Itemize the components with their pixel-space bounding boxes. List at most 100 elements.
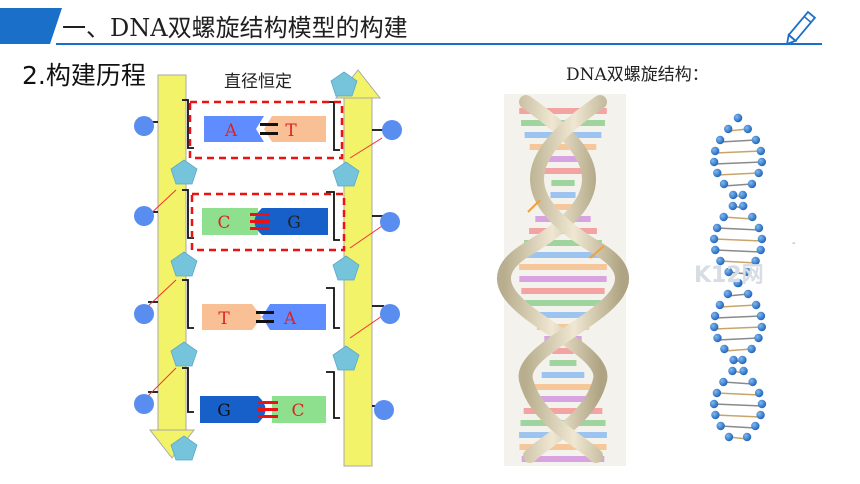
- bond-stick: [720, 260, 756, 264]
- red-links: [145, 137, 383, 399]
- bond-stick: [720, 139, 756, 143]
- atom-ball: [754, 333, 763, 343]
- atom-ball: [751, 421, 760, 431]
- bond-stick: [717, 172, 759, 176]
- atom-ball: [756, 311, 766, 321]
- diameter-boxes: [188, 100, 346, 252]
- base-pair-ta: T A: [202, 304, 326, 330]
- atom-ball: [719, 377, 728, 387]
- header-title: 一、DNA双螺旋结构模型的构建: [62, 14, 408, 42]
- atom-ball: [710, 311, 720, 321]
- bond-stick: [715, 249, 761, 253]
- base-label: C: [291, 401, 304, 421]
- helix-rung: [521, 288, 605, 294]
- atom-ball: [757, 234, 767, 244]
- helix-rung: [552, 348, 574, 354]
- atom-ball: [757, 157, 767, 167]
- ball-stick-model: [709, 113, 767, 442]
- atom-ball: [724, 432, 734, 442]
- atom-ball: [747, 344, 756, 354]
- bond-stick: [714, 238, 762, 242]
- bond-stick: [723, 216, 753, 220]
- bond-stick: [717, 227, 759, 231]
- atom-ball: [724, 267, 733, 277]
- bond-stick: [714, 403, 762, 407]
- helix-rung: [543, 168, 583, 174]
- atom-ball: [754, 223, 764, 233]
- atom-ball: [733, 278, 742, 288]
- atom-ball: [716, 256, 725, 266]
- phosphate-circles: [134, 116, 402, 420]
- base-pair-at: A T: [204, 116, 326, 142]
- helix-rung: [520, 252, 606, 258]
- atom-ball: [743, 267, 752, 277]
- small-dash: -: [792, 238, 796, 249]
- helix-rung: [541, 372, 585, 378]
- atom-ball: [724, 124, 733, 134]
- atom-ball: [738, 190, 748, 200]
- atom-ball: [751, 300, 761, 310]
- atom-ball: [712, 223, 722, 233]
- bond-stick: [719, 304, 757, 308]
- atom-ball: [729, 355, 738, 365]
- right-backbone-arrow: [334, 69, 382, 467]
- atom-ball: [738, 355, 747, 365]
- diameter-label: 直径恒定: [224, 72, 292, 92]
- bond-stick: [715, 414, 761, 418]
- atom-ball: [757, 322, 767, 332]
- atom-ball: [751, 256, 760, 266]
- helix-rung: [529, 144, 597, 150]
- helix-rung: [525, 300, 601, 306]
- atom-ball: [739, 366, 748, 376]
- helix-rung: [519, 444, 607, 450]
- base-pair-gc: G C: [200, 396, 326, 423]
- atom-ball: [713, 333, 722, 343]
- atom-ball: [709, 234, 719, 244]
- atom-ball: [723, 289, 733, 299]
- atom-ball: [716, 421, 725, 431]
- atom-ball: [728, 190, 738, 200]
- bond-stick: [714, 326, 762, 330]
- atom-ball: [751, 135, 761, 145]
- atom-ball: [709, 399, 719, 409]
- ladder-model: A T C G T A G C: [134, 69, 402, 467]
- atom-ball: [754, 388, 764, 398]
- base-label: C: [217, 213, 230, 233]
- helix-rung: [534, 384, 592, 390]
- atom-ball: [733, 113, 743, 123]
- helix-rung: [536, 156, 590, 162]
- right-title: DNA双螺旋结构：: [566, 65, 709, 85]
- base-pair-cg: C G: [202, 208, 328, 235]
- watermark: K12网: [694, 263, 764, 288]
- bond-stick: [716, 392, 760, 396]
- atom-ball: [713, 168, 722, 178]
- helix-rung: [528, 396, 598, 402]
- base-label: T: [285, 121, 297, 141]
- bond-stick: [723, 381, 753, 385]
- atom-ball: [728, 201, 737, 211]
- atom-ball: [720, 344, 729, 354]
- atom-ball: [748, 377, 757, 387]
- helix-rung: [549, 360, 577, 366]
- helix-rung: [519, 108, 607, 114]
- bond-stick: [714, 161, 762, 165]
- bond-stick: [723, 183, 753, 187]
- atom-ball: [711, 410, 720, 420]
- helix-rung: [536, 324, 590, 330]
- atom-ball: [715, 135, 725, 145]
- atom-ball: [754, 168, 763, 178]
- atom-ball: [743, 124, 752, 134]
- bond-stick: [715, 150, 761, 154]
- atom-ball: [710, 146, 720, 156]
- base-label: A: [224, 121, 238, 141]
- atom-ball: [757, 399, 767, 409]
- atom-ball: [712, 388, 722, 398]
- atom-ball: [709, 157, 719, 167]
- base-label: T: [218, 309, 230, 329]
- atom-ball: [747, 179, 757, 189]
- atom-ball: [756, 410, 765, 420]
- bond-stick: [720, 425, 756, 429]
- atom-ball: [756, 146, 766, 156]
- base-label: G: [217, 401, 231, 421]
- helix-rung: [519, 276, 607, 282]
